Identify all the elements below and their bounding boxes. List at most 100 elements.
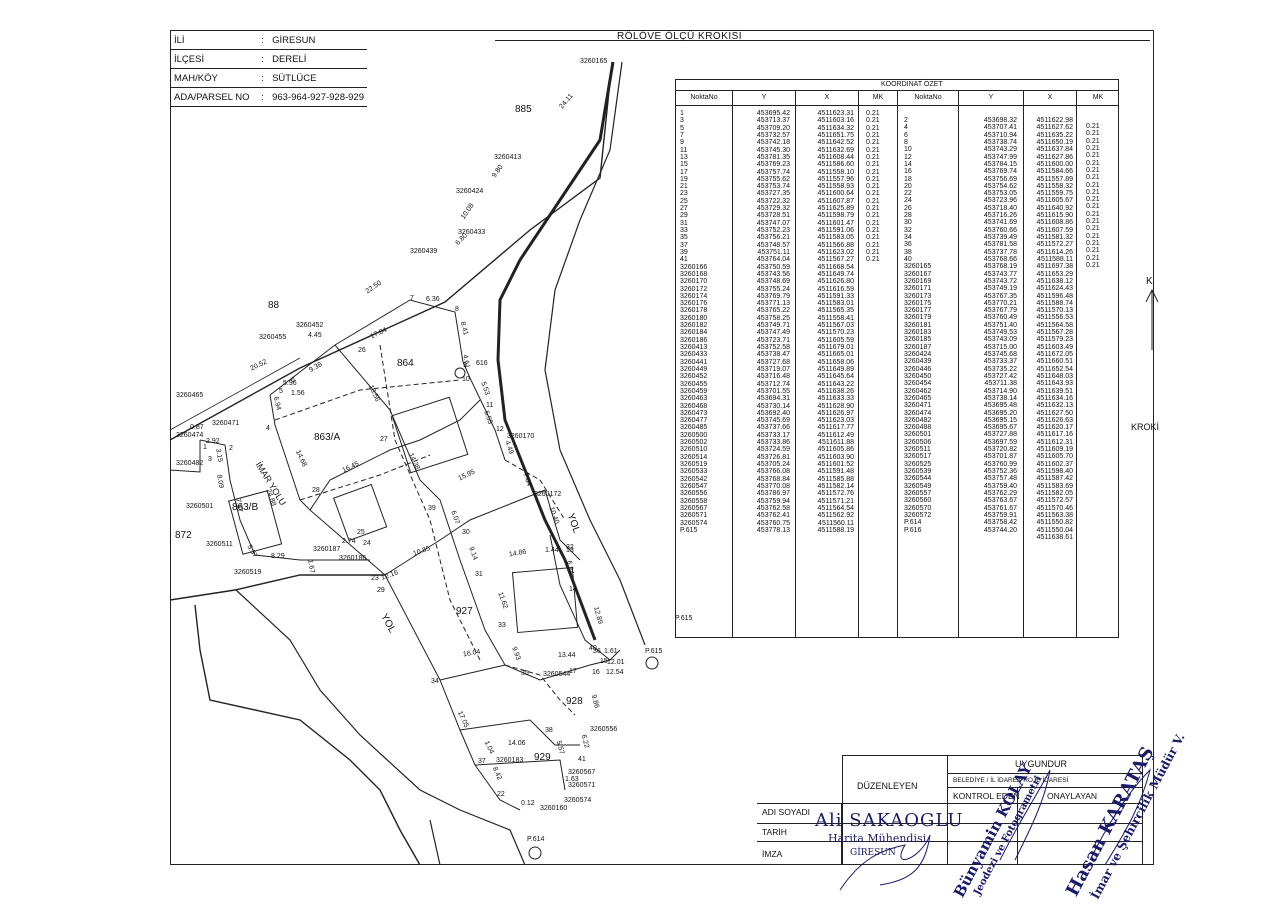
distance-label: 5.96	[283, 380, 297, 387]
distance-label: 7.64	[521, 471, 533, 488]
coord-cell: 3260542	[680, 475, 708, 483]
coord-cell: 453753.74	[756, 183, 790, 191]
coord-cell: 3260471	[904, 402, 932, 410]
coord-cell: 12	[904, 153, 912, 161]
point-id: 3260519	[234, 569, 262, 576]
distance-label: 1.56	[291, 390, 305, 397]
coord-cell: 4511588.11	[1037, 255, 1073, 263]
coord-cell: 453762.41	[756, 512, 790, 520]
point-id: 3260474	[176, 432, 204, 439]
coord-cell: 3260463	[680, 395, 708, 403]
coord-cell: 4511612.49	[817, 431, 854, 439]
coord-cell: 4511567.03	[817, 322, 854, 330]
coord-cell: 453756.69	[983, 175, 1017, 183]
approved-label: UYGUNDUR	[1015, 759, 1068, 769]
coord-cell: 0.21	[866, 241, 880, 249]
coord-cell: 4511649.74	[817, 270, 854, 278]
coord-cell: 453724.59	[756, 446, 790, 454]
coord-cell: 4511586.60	[817, 161, 854, 169]
coord-cell: 3260171	[904, 285, 932, 293]
coord-cell: 453722.32	[756, 197, 790, 205]
coord-cell: 3260441	[680, 358, 708, 366]
distance-label: 1.04	[482, 739, 495, 756]
col-header: X	[796, 91, 859, 106]
coord-cell: 3260570	[904, 504, 932, 512]
coord-cell: 4511564.54	[817, 504, 854, 512]
coord-cell: 453715.00	[983, 343, 1017, 351]
info-value: GİRESUN	[269, 31, 367, 50]
coord-cell: 453784.15	[983, 160, 1017, 168]
coord-cell: 453759.94	[756, 497, 790, 505]
coord-cell: 453752.23	[756, 227, 790, 234]
coord-cell: 4511607.87	[817, 197, 854, 205]
coord-cell: 4511570.13	[1036, 307, 1073, 315]
distance-label: 22.50	[364, 279, 383, 296]
coord-cell: 453695.67	[983, 424, 1017, 432]
coord-cell: 4511638.61	[1036, 533, 1073, 541]
coord-cell: 453727.88	[983, 431, 1017, 439]
point-id: 3260482	[176, 460, 204, 467]
coord-cell: 453757.74	[756, 168, 790, 176]
coord-cell: 4511608.86	[1036, 219, 1073, 227]
distance-label: 17.84	[369, 326, 389, 341]
coord-cell: 4511600.00	[1036, 160, 1073, 168]
coord-cell: 4511605.86	[817, 446, 854, 454]
coord-cell: 453752.36	[983, 468, 1017, 475]
coord-cell: 4511649.89	[817, 365, 854, 373]
coord-cell: 453752.58	[756, 344, 790, 351]
coord-cell: 453770.08	[756, 482, 790, 490]
coord-cell: 0.21	[866, 205, 880, 213]
coord-cell: 4511605.59	[817, 336, 854, 344]
distance-label: 10.85	[412, 545, 432, 558]
coord-cell: 3260181	[904, 321, 932, 329]
coord-cell: 453743.72	[983, 277, 1017, 285]
coord-cell: 0.21	[1086, 137, 1100, 145]
coord-cell: 0.21	[1086, 166, 1100, 174]
coord-cell: 453698.32	[983, 117, 1017, 124]
coord-cell: 4511638.26	[817, 387, 854, 395]
coord-cell: 3260424	[904, 351, 932, 358]
coord-cell: 4511564.58	[1036, 321, 1073, 329]
distance-label: 17.05	[455, 710, 470, 729]
coord-cell: 4511623.31	[817, 110, 854, 117]
coord-cell: 0.21	[866, 161, 880, 169]
coord-cell: 4511565.35	[817, 307, 854, 315]
point-number: 13	[566, 547, 574, 554]
coord-cell: 4511632.13	[1036, 402, 1073, 410]
coord-cell: 4511609.19	[1036, 446, 1073, 454]
point-id: P.614	[527, 836, 545, 843]
coord-cell: 15	[680, 161, 688, 169]
coord-cell: 4511697.38	[1036, 263, 1073, 271]
coord-cell: 453768.66	[983, 255, 1017, 263]
point-id: 3260424	[456, 188, 484, 195]
point-id: 616	[476, 360, 488, 367]
coord-cell: 453723.71	[756, 336, 790, 344]
coord-cell: 453771.13	[756, 300, 790, 308]
coord-cell: 4511607.59	[1036, 226, 1073, 234]
point-id: 3260183	[496, 757, 524, 764]
coord-cell: 4511581.32	[1036, 234, 1073, 241]
distance-label: 14.06	[508, 740, 526, 747]
controller-label: KONTROL EDEN	[953, 791, 1020, 801]
distance-label: 1.63	[565, 776, 579, 783]
distance-label: 9.14	[467, 545, 479, 562]
distance-label: 16.45	[341, 460, 361, 475]
coord-cell: 0.21	[1086, 232, 1100, 240]
coord-cell: 0.21	[1086, 181, 1100, 189]
coord-cell: 13	[680, 153, 688, 161]
distance-label: 5.55	[482, 409, 494, 426]
coord-cell: 453770.21	[983, 299, 1017, 307]
point-number: 28	[312, 487, 320, 494]
point-number: 24	[363, 540, 371, 547]
coord-cell: 37	[680, 241, 688, 249]
coord-cell: 4511602.37	[1036, 460, 1073, 468]
coord-cell: 4511559.75	[1036, 190, 1073, 198]
coord-cell: 4511653.29	[1036, 270, 1073, 278]
coord-cell: 453694.31	[756, 395, 790, 403]
distance-label: 2.92	[206, 438, 220, 445]
coord-cell: 23	[680, 190, 688, 198]
coord-cell: 0.21	[866, 117, 880, 125]
coord-cell: 4511651.75	[817, 131, 854, 139]
coord-cell: 3260517	[904, 453, 932, 461]
